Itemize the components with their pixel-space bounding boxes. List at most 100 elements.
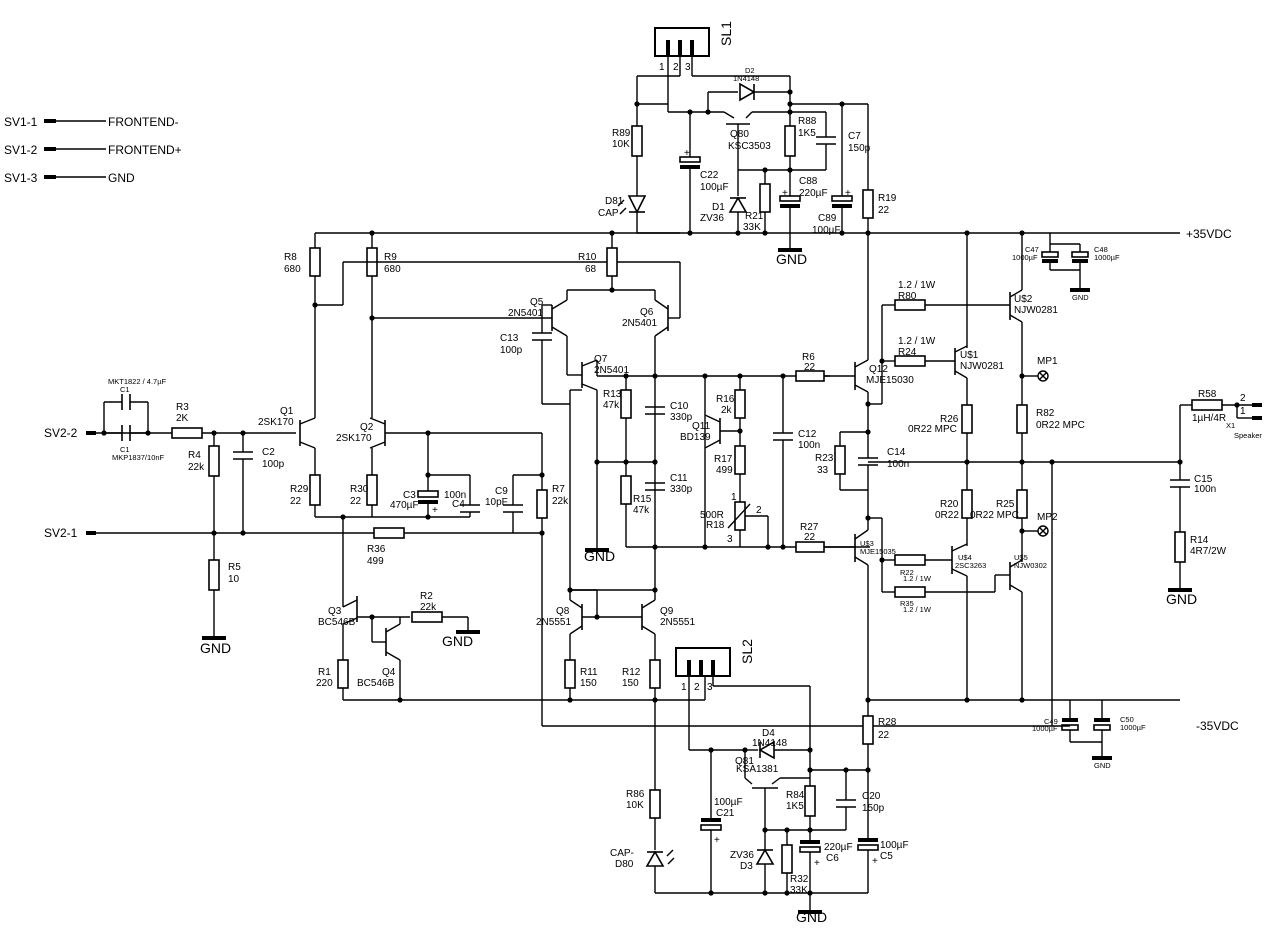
r58-value: 1µH/4R	[1192, 413, 1226, 424]
r22-label: R22	[900, 568, 914, 577]
q1-value: 2SK170	[258, 417, 294, 428]
output-stage: +35VDC -35VDC U$1 NJW0281 R26 0R22 MPC U…	[865, 227, 1262, 770]
c89-value: 100µF	[812, 225, 841, 236]
sl1-regulator: SL1 1 2 3 R89 10K D81 CAP Q80 KSC3503	[598, 21, 871, 267]
q7-label: Q7	[594, 354, 608, 365]
r89-value: 10K	[612, 139, 630, 150]
bias-section: R16 2k Q11 BD139 R17 499 1 2 3 500R R18 …	[680, 373, 820, 550]
c89-plus: +	[845, 188, 851, 199]
r29-value: 22	[290, 496, 302, 507]
c12-label: C12	[798, 429, 817, 440]
r10-value: 68	[585, 264, 597, 275]
c13-label: C13	[500, 333, 519, 344]
c49-label: C49	[1044, 717, 1058, 726]
c48-value: 1000µF	[1094, 253, 1120, 262]
r36-label: R36	[367, 544, 386, 555]
r82-resistor	[1016, 404, 1028, 434]
r32-resistor	[781, 844, 793, 874]
q8-label: Q8	[556, 606, 570, 617]
c11-label: C11	[670, 473, 688, 484]
q2-value: 2SK170	[336, 433, 372, 444]
c14-value: 100n	[887, 459, 909, 470]
r36-resistor	[373, 527, 405, 539]
r18-label: R18	[706, 520, 725, 531]
q5-label: Q5	[530, 297, 544, 308]
x1-label: X1	[1226, 421, 1235, 430]
r15-value: 47k	[633, 505, 650, 516]
r9-value: 680	[384, 264, 401, 275]
r25-label: R25	[996, 499, 1015, 510]
r21-value: 33K	[743, 222, 761, 233]
r88-value: 1K5	[798, 128, 816, 139]
r4-value: 22k	[188, 462, 205, 473]
r86-label: R86	[626, 789, 645, 800]
c9-value: 10pF	[485, 497, 508, 508]
c20-label: C20	[862, 791, 881, 802]
u4-value: 2SC3263	[955, 561, 986, 570]
c21-value: 100µF	[714, 797, 743, 808]
sl2-pin1: 1	[681, 682, 687, 693]
c49-value: 1000µF	[1032, 724, 1058, 733]
u5-label: U$5	[1014, 553, 1028, 562]
c2-value: 100p	[262, 459, 285, 470]
r29-label: R29	[290, 484, 309, 495]
r28-label: R28	[878, 717, 897, 728]
r18-pin3: 3	[727, 534, 733, 545]
r14-label: R14	[1190, 535, 1209, 546]
c6-plus: +	[814, 858, 820, 869]
r16-resistor	[734, 389, 746, 419]
r19-value: 22	[878, 205, 890, 216]
mp2-label: MP2	[1037, 512, 1058, 523]
sv1-2-label: SV1-2	[4, 143, 38, 157]
r3-label: R3	[176, 402, 189, 413]
r13-label: R13	[603, 389, 622, 400]
r27-value: 22	[804, 532, 816, 543]
r8-value: 680	[284, 264, 301, 275]
r86-resistor	[649, 789, 661, 819]
r15-label: R15	[633, 494, 652, 505]
gnd-c48: GND	[1072, 293, 1089, 302]
c9-label: C9	[495, 486, 508, 497]
c7-label: C7	[848, 131, 861, 142]
r22-value: 1.2 / 1W	[903, 574, 932, 583]
r24-value: 1.2 / 1W	[898, 336, 936, 347]
mp1-label: MP1	[1037, 356, 1058, 367]
c10-label: C10	[670, 401, 689, 412]
q3-label: Q3	[328, 606, 342, 617]
r18-trimmer	[734, 501, 746, 531]
q6-label: Q6	[640, 307, 654, 318]
r14-resistor	[1174, 531, 1186, 563]
r17-resistor	[734, 445, 746, 475]
r12-label: R12	[622, 667, 641, 678]
r88-resistor	[784, 125, 796, 157]
r22-resistor	[894, 554, 926, 566]
r89-label: R89	[612, 128, 631, 139]
r28-value: 22	[878, 730, 890, 741]
r14-value: 4R7/2W	[1190, 546, 1227, 557]
x1-pin1: 1	[1240, 406, 1246, 417]
gnd-c50: GND	[1094, 761, 1111, 770]
c1-top-value: MKT1822 / 4.7µF	[108, 377, 167, 386]
d2-value: 1N4148	[733, 74, 759, 83]
r6-value: 22	[804, 362, 816, 373]
r28-resistor	[862, 715, 874, 745]
u5-value: NJW0302	[1014, 561, 1047, 570]
c88-label: C88	[799, 176, 818, 187]
r11-value: 150	[580, 678, 597, 689]
gnd-sl2: GND	[796, 909, 827, 925]
c20-value: 150p	[862, 803, 885, 814]
speaker-label: Speaker	[1234, 431, 1262, 440]
r1-resistor	[337, 659, 349, 689]
r27-resistor	[795, 541, 825, 553]
u3-value: MJE15035	[860, 547, 896, 556]
c21-label: C21	[716, 808, 735, 819]
q1-label: Q1	[280, 406, 294, 417]
c50-value: 1000µF	[1120, 723, 1146, 732]
r58-label: R58	[1198, 389, 1217, 400]
gnd-vas: GND	[584, 548, 615, 564]
c2-label: C2	[262, 447, 275, 458]
r30-value: 22	[350, 496, 362, 507]
c3-plus: +	[432, 505, 438, 516]
q3-value: BC546B	[318, 617, 356, 628]
c1-top-label: C1	[120, 385, 130, 394]
